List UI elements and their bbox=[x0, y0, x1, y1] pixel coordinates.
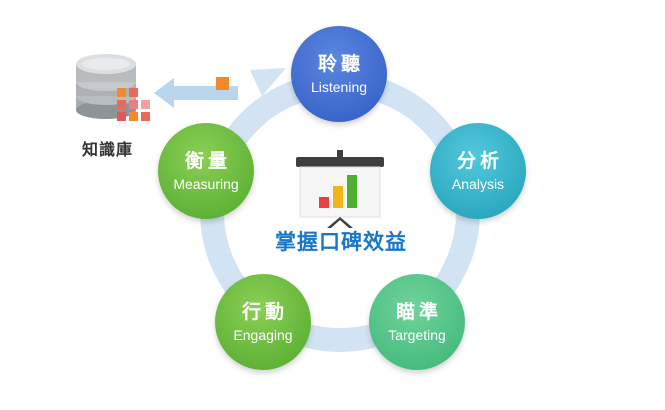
node-listening: 聆聽 Listening bbox=[291, 26, 387, 122]
data-blocks-icon bbox=[117, 88, 150, 121]
data-packet-icon bbox=[216, 77, 229, 90]
node-engaging: 行動 Engaging bbox=[215, 274, 311, 370]
node-targeting-zh: 瞄準 bbox=[395, 300, 442, 323]
node-measuring-zh: 衡量 bbox=[184, 149, 231, 172]
center-title: 掌握口碑效益 bbox=[275, 230, 407, 254]
node-listening-en: Listening bbox=[310, 78, 368, 95]
knowledge-base-label: 知識庫 bbox=[81, 140, 133, 159]
node-engaging-en: Engaging bbox=[233, 326, 293, 343]
node-analysis-en: Analysis bbox=[451, 175, 505, 192]
cycle-arrow-head bbox=[250, 68, 286, 96]
node-measuring-en: Measuring bbox=[173, 175, 239, 192]
node-targeting-en: Targeting bbox=[388, 326, 446, 343]
node-engaging-zh: 行動 bbox=[241, 300, 288, 323]
node-targeting: 瞄準 Targeting bbox=[369, 274, 465, 370]
database-icon bbox=[76, 54, 150, 121]
presentation-board-chart-icon bbox=[296, 150, 384, 228]
node-analysis: 分析 Analysis bbox=[430, 123, 526, 219]
node-listening-zh: 聆聽 bbox=[317, 52, 364, 75]
knowledge-flow-arrow bbox=[154, 77, 238, 108]
node-analysis-zh: 分析 bbox=[456, 149, 503, 172]
node-measuring: 衡量 Measuring bbox=[158, 123, 254, 219]
